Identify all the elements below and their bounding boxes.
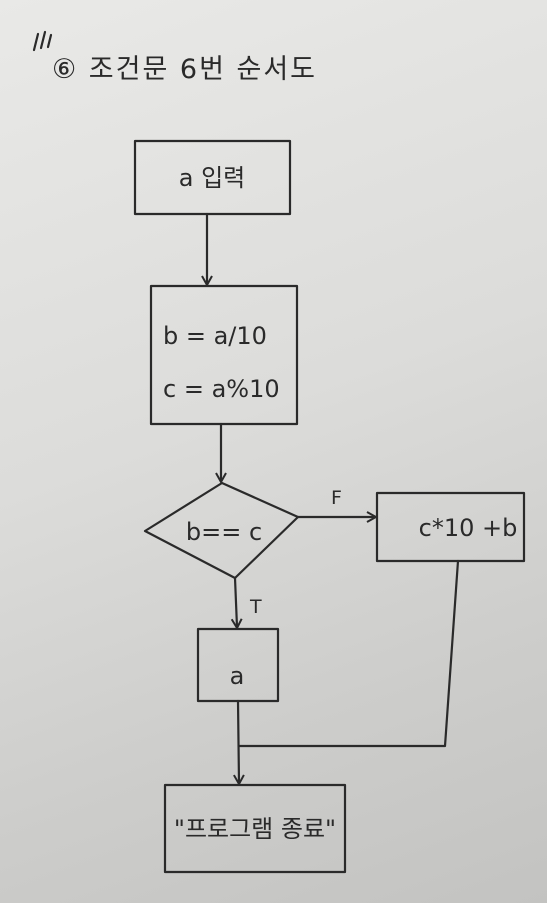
end-box <box>163 783 347 874</box>
false-branch-label: c*10 +b <box>419 514 518 542</box>
compute-line-1: b = a/10 <box>163 322 267 350</box>
emphasis-marks-icon <box>32 30 53 52</box>
true-edge-label: T <box>249 596 262 618</box>
arrow-output-to-end <box>238 699 239 783</box>
title-group: ⑥ 조건문 6번 순서도 <box>32 30 317 85</box>
compute-box <box>149 284 299 426</box>
input-box-label: a 입력 <box>179 164 246 192</box>
end-box-label: "프로그램 종료" <box>174 815 336 843</box>
false-edge-label: F <box>331 487 342 509</box>
output-box-label: a <box>230 662 245 690</box>
flowchart-title: ⑥ 조건문 6번 순서도 <box>52 54 317 85</box>
decision-label: b== c <box>186 518 262 546</box>
input-box <box>133 139 292 216</box>
false-branch-merge-line <box>237 559 460 748</box>
arrow-decision-true <box>235 576 237 627</box>
false-branch-box <box>375 491 526 563</box>
compute-line-2: c = a%10 <box>163 375 280 403</box>
